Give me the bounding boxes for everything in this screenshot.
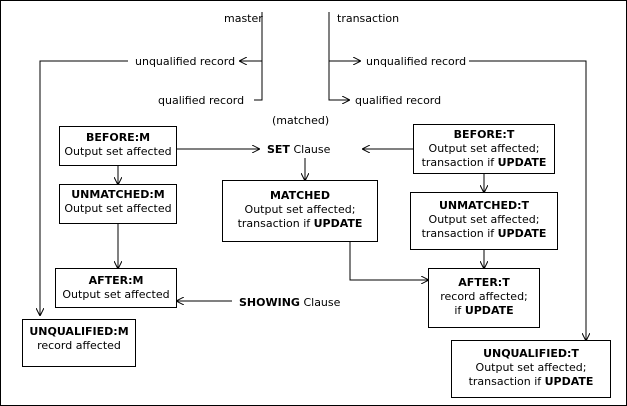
unmatched-t-box: UNMATCHED:T Output set affected; transac… [410,192,558,250]
qualified-record-right-label: qualified record [355,94,442,107]
unqualified-m-line [40,60,128,315]
transaction-label: transaction [337,12,400,25]
showing-clause-label: SHOWING Clause [239,296,341,309]
before-t-box: BEFORE:T Output set affected; transactio… [413,124,555,174]
set-clause-label: SET Clause [267,143,331,156]
unmatched-m-box: UNMATCHED:M Output set affected [59,184,177,224]
after-m-box: AFTER:M Output set affected [55,268,177,308]
after-t-box: AFTER:T record affected; if UPDATE [428,268,540,328]
master-qualified-line [254,61,263,101]
transaction-qualified-line [328,61,349,100]
matched-box: MATCHED Output set affected; transaction… [222,180,378,242]
unqualified-record-left-label: unqualified record [135,55,236,68]
qualified-record-left-label: qualified record [158,94,245,107]
unqualified-t-line [469,60,586,340]
unqualified-m-box: UNQUALIFIED:M record affected [22,319,136,367]
unqualified-record-right-label: unqualified record [366,55,467,68]
master-label: master [224,12,263,25]
matched-note: (matched) [272,114,330,127]
matched-to-after-t [349,242,428,280]
unqualified-t-box: UNQUALIFIED:T Output set affected; trans… [451,340,611,398]
before-m-box: BEFORE:M Output set affected [59,126,177,166]
